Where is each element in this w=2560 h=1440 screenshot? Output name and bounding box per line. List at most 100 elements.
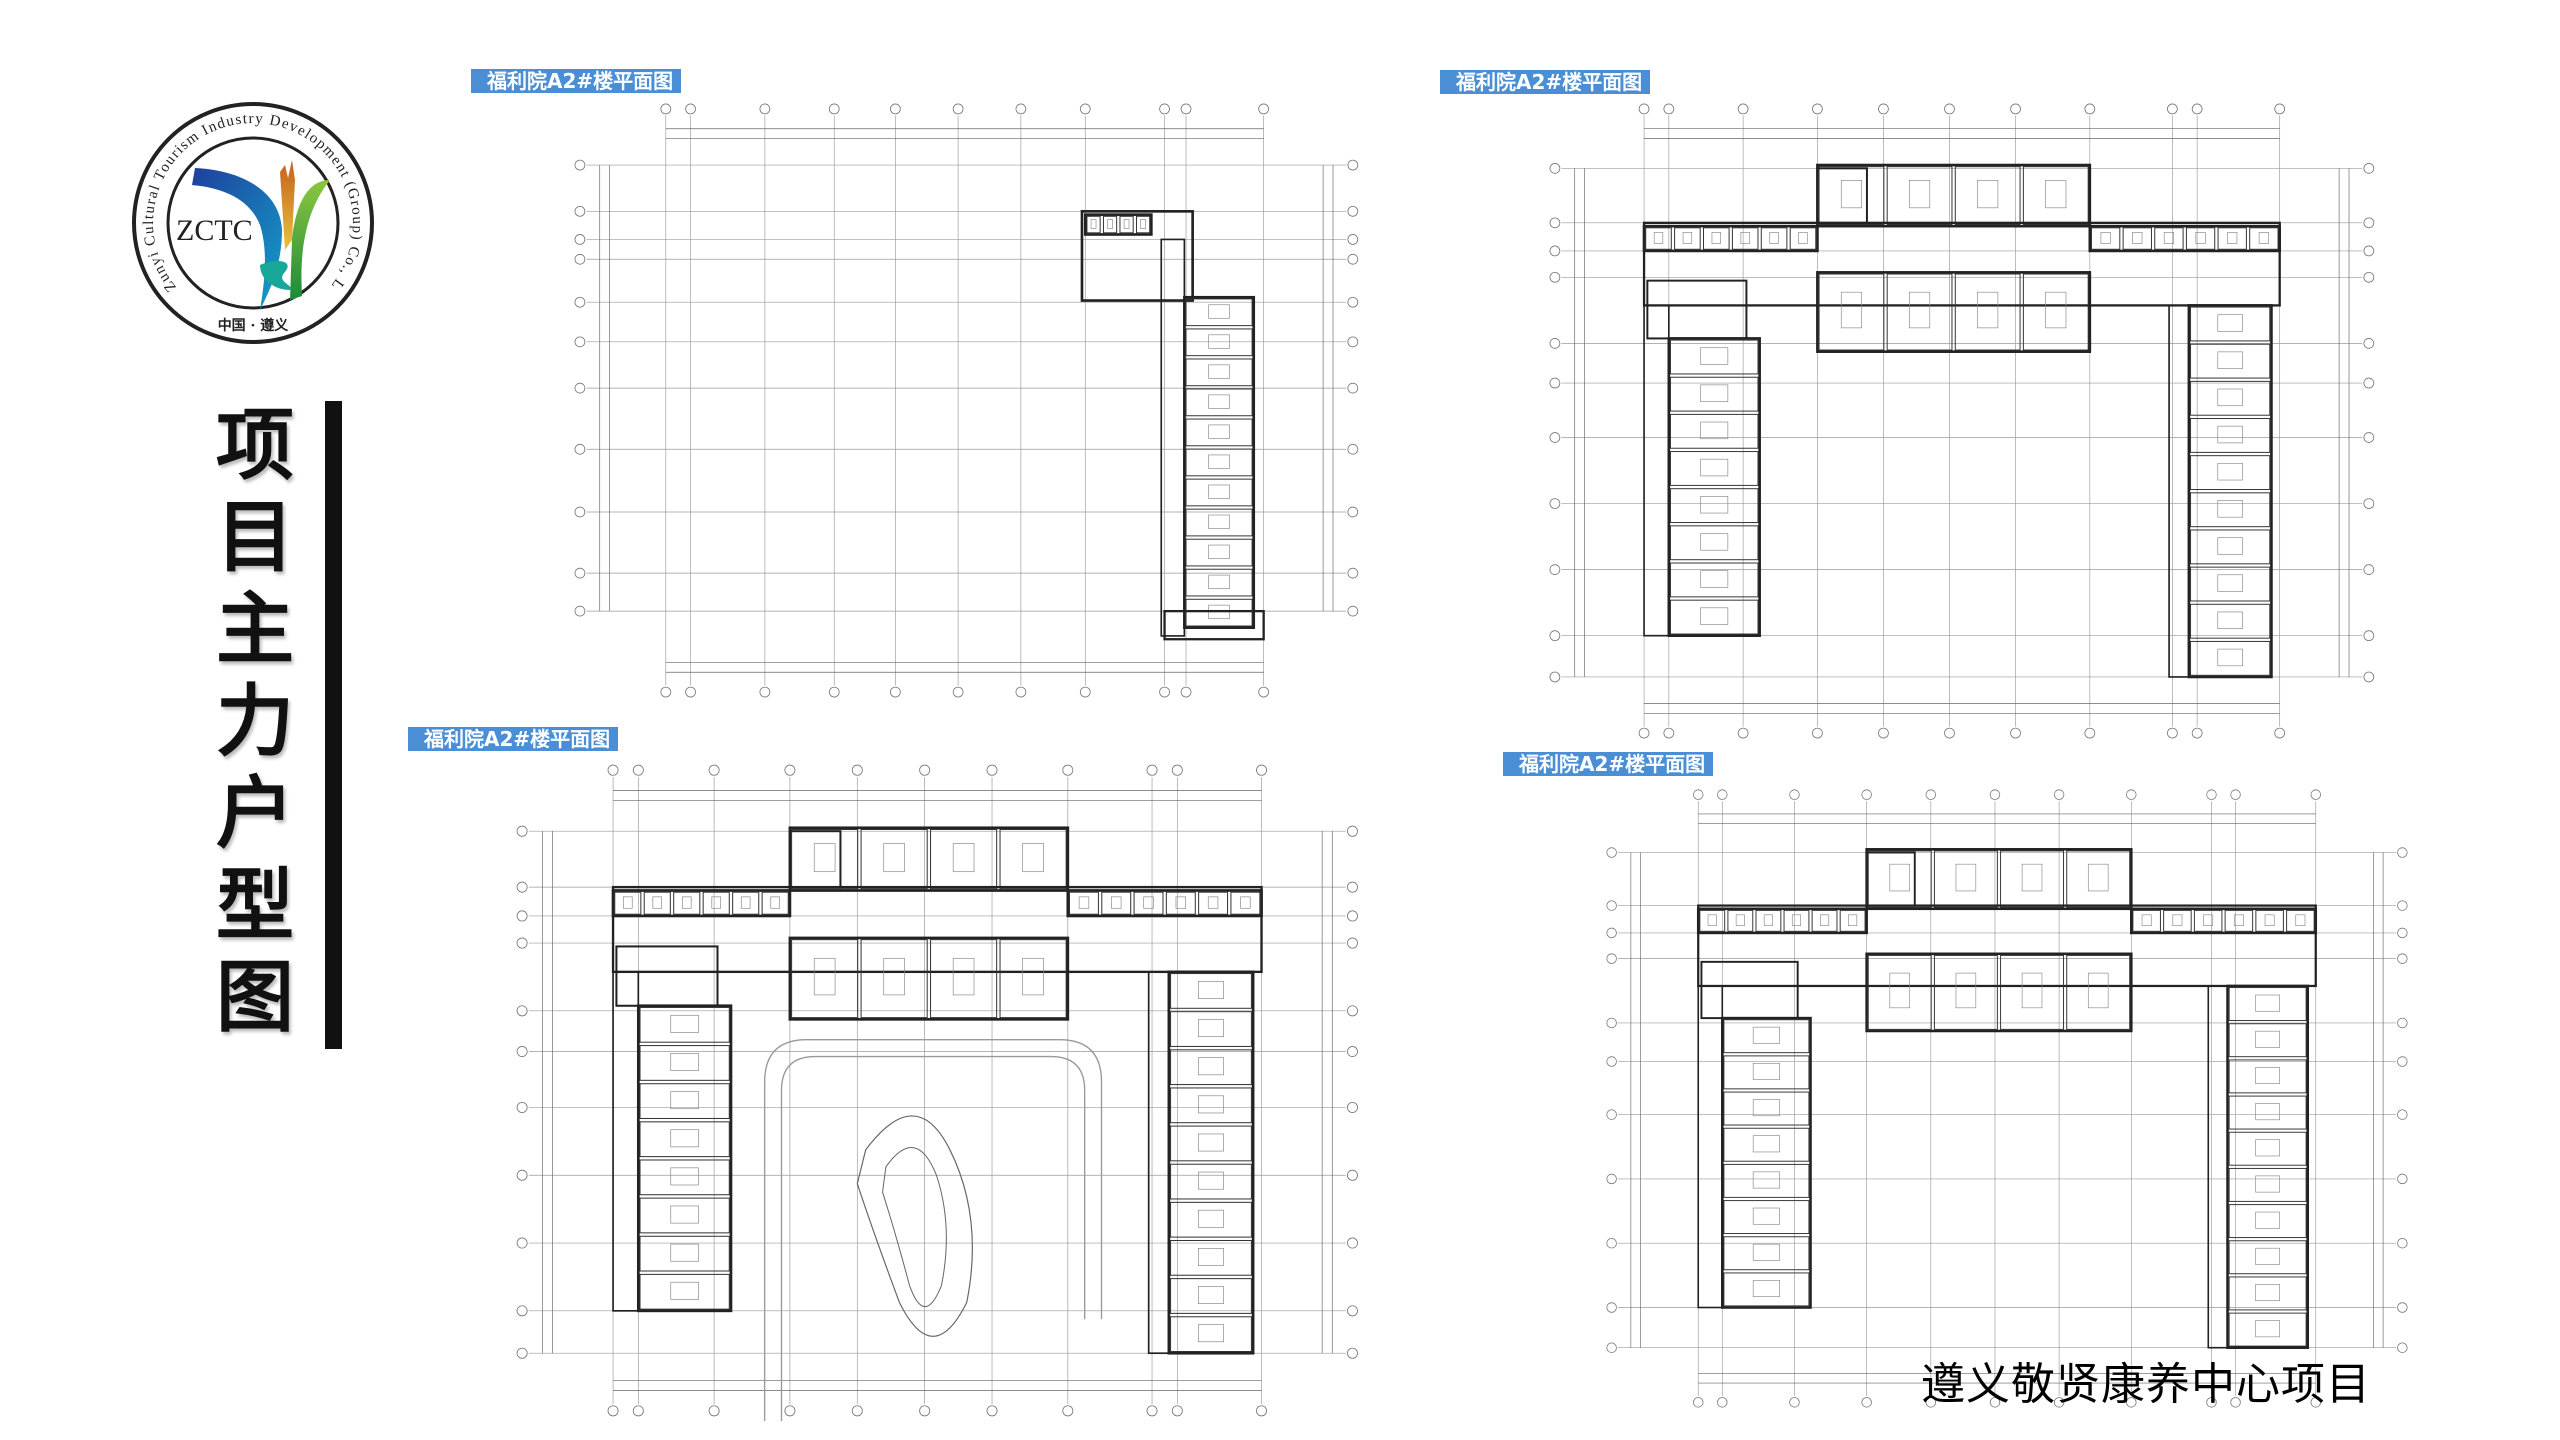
axis-bubble (784, 764, 796, 776)
wing-wall (1696, 907, 1868, 935)
room (639, 1045, 730, 1081)
bed (2217, 351, 2243, 369)
axis-bubble (1549, 564, 1561, 575)
axis-bubble (1606, 1173, 1617, 1185)
wing-wall (1642, 224, 1819, 253)
side-title-char: 图 (215, 953, 294, 1043)
room (1669, 562, 1759, 598)
room (2190, 529, 2271, 565)
bed (1752, 1099, 1780, 1117)
bed (1798, 232, 1808, 244)
axis-bubble (1549, 271, 1561, 283)
room (2066, 954, 2131, 1030)
room (2190, 492, 2271, 528)
bed (681, 896, 692, 909)
stair-core (1865, 851, 1916, 907)
room (1723, 1091, 1810, 1126)
axis-bubble (889, 686, 901, 698)
axis-bubble (1549, 671, 1561, 683)
axis-bubble (1146, 1405, 1158, 1417)
axis-bubble (1347, 234, 1359, 245)
axis-bubble (1346, 825, 1358, 837)
side-title-char: 目 (215, 493, 294, 583)
bed (2087, 972, 2109, 1009)
axis-bubble (1549, 432, 1561, 443)
axis-bubble (1989, 789, 2001, 800)
room (2228, 1095, 2307, 1130)
room (2190, 343, 2271, 379)
room (1185, 508, 1253, 537)
axis-bubble (516, 1101, 528, 1113)
axis-bubble (1171, 764, 1183, 776)
axis-bubble (1062, 1405, 1074, 1417)
room (2286, 909, 2315, 932)
bed (2255, 1103, 2280, 1121)
bed (1740, 232, 1750, 244)
axis-bubble (574, 506, 586, 518)
room (1170, 1201, 1252, 1238)
room (1818, 273, 1885, 351)
room (1723, 1236, 1810, 1271)
bed (1700, 458, 1729, 477)
room (1760, 227, 1788, 250)
room (1185, 388, 1253, 417)
axis-bubble (516, 1305, 528, 1317)
bed (1909, 179, 1931, 209)
axis-bubble (516, 825, 528, 837)
bed (1711, 232, 1721, 244)
axis-bubble (516, 1046, 528, 1058)
room (1886, 273, 1953, 351)
axis-bubble (2191, 727, 2203, 739)
lobby (1646, 279, 1748, 340)
room (1731, 227, 1759, 250)
room (1170, 973, 1252, 1009)
axis-bubble (2206, 789, 2217, 800)
bed (1769, 232, 1779, 244)
room (2224, 909, 2254, 932)
axis-bubble (1638, 727, 1650, 739)
axis-bubble (2363, 564, 2375, 575)
axis-bubble (759, 103, 771, 115)
bed (2217, 500, 2243, 518)
bed (2264, 914, 2275, 926)
corridor (1160, 238, 1186, 637)
axis-bubble (828, 686, 840, 698)
company-logo: Zunyi Cultural Tourism Industry Developm… (130, 100, 374, 344)
room (2000, 954, 2065, 1030)
room (2163, 909, 2192, 932)
axis-bubble (2053, 789, 2065, 800)
axis-bubble (1606, 953, 1617, 964)
room (1170, 1049, 1252, 1086)
wing-wall (2187, 304, 2273, 679)
axis-bubble (952, 686, 964, 698)
axis-bubble (1346, 910, 1358, 922)
axis-bubble (1079, 686, 1091, 698)
axis-bubble (2010, 727, 2021, 739)
bed (770, 896, 780, 909)
axis-bubble (1606, 1056, 1617, 1067)
room (1133, 891, 1164, 915)
axis-bubble (2310, 789, 2321, 800)
bed (1977, 291, 1999, 329)
bed (2203, 914, 2214, 926)
room (1170, 1163, 1252, 1200)
logo-location: 中国 · 遵义 (218, 317, 289, 334)
bed (1752, 1026, 1780, 1044)
lobby (615, 945, 719, 1007)
axis-bubble (1606, 927, 1617, 939)
room (1867, 850, 1932, 908)
axis-bubble (2363, 630, 2375, 642)
axis-bubble (2274, 727, 2286, 739)
room (2090, 227, 2121, 250)
room (1165, 891, 1196, 915)
bed (652, 896, 663, 909)
bed (2163, 232, 2175, 244)
bed (1700, 607, 1729, 625)
axis-bubble (1346, 1101, 1358, 1113)
bed (1682, 232, 1693, 244)
axis-bubble (2010, 103, 2021, 115)
bed (670, 1167, 699, 1186)
axis-bubble (1606, 1342, 1617, 1353)
room (1669, 525, 1759, 561)
axis-bubble (2397, 900, 2408, 911)
